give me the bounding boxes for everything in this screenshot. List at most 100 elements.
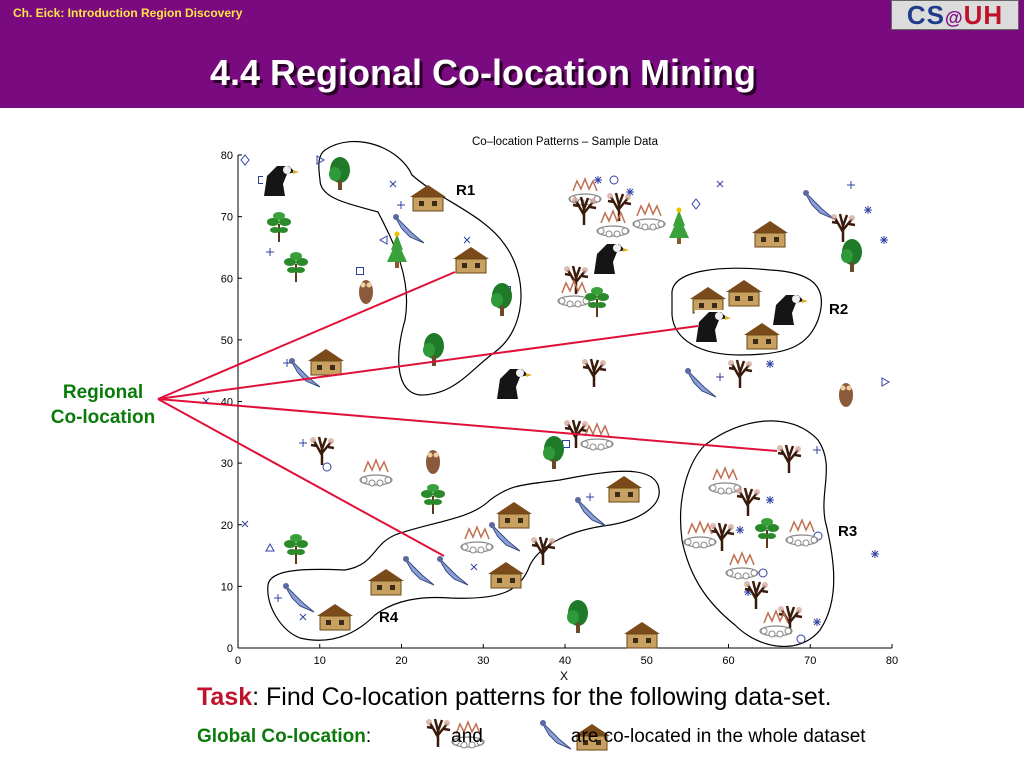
bare-tree-icon [775,443,803,475]
cabin-icon [307,348,345,376]
cross-marker [463,236,471,244]
x-tick-label: 30 [477,655,489,667]
owl-icon [359,280,373,304]
plus-marker [299,439,307,447]
owl-icon [839,383,853,407]
eagle-icon [695,310,731,342]
x-axis-label: X [560,669,568,683]
regional-co-location-label: Regional Co-location [30,380,176,430]
bare-tree-icon [529,535,557,567]
campfire-icon [557,280,591,308]
global-keyword: Global Co-location [197,726,366,747]
bare-tree-icon [580,357,608,389]
x-tick-label: 40 [559,655,571,667]
task-text: Task: Find Co-location patterns for the … [197,683,832,712]
source-text: Ch. Eick: Introduction Region Discovery [13,6,243,20]
star-marker [880,236,888,244]
cabin-icon [751,220,789,248]
cabin-icon [487,561,525,589]
plus-marker [716,373,724,381]
y-tick-label: 80 [221,150,233,162]
regional-label-line2: Co-location [50,407,156,428]
cabin-icon [689,286,727,314]
plus-marker [274,594,282,602]
y-tick-label: 0 [227,643,233,655]
cabin-icon [725,279,763,307]
region-r2-outline [671,267,823,356]
cross-marker [299,613,307,621]
task-keyword: Task [197,683,253,711]
blue-bird-icon [402,555,435,586]
bare-tree-icon [829,212,857,244]
green-tree-icon [543,436,564,469]
green-tree-icon [841,239,862,272]
circle-marker [758,568,768,578]
slide-header: Ch. Eick: Introduction Region Discovery … [0,0,1024,108]
plus-marker [266,248,274,256]
green-tree-icon [329,157,350,190]
circle-marker [322,462,332,472]
icon-points [263,157,862,649]
eagle-icon [263,164,299,196]
y-tick-label: 60 [221,273,233,285]
logo-at: @ [945,8,964,28]
region-r1-outline [318,140,522,396]
blue-bird-icon [684,367,717,398]
y-tick-label: 70 [221,212,233,224]
region-r3-outline [679,420,835,648]
y-tick-label: 30 [221,458,233,470]
cross-marker [716,180,724,188]
campfire-icon [759,610,793,638]
tri-u-marker [265,542,275,552]
plus-marker [847,181,855,189]
x-tick-label: 0 [235,655,241,667]
x-tick-label: 10 [314,655,326,667]
cs-uh-logo: CS@UH [891,0,1019,30]
star-marker [766,496,774,504]
cross-marker [241,520,249,528]
cross-marker [389,180,397,188]
x-tick-label: 80 [886,655,898,667]
region-label-r1: R1 [456,182,475,199]
eagle-icon [496,367,532,399]
y-tick-label: 40 [221,397,233,409]
y-tick-label: 20 [221,520,233,532]
sapling-icon [283,251,309,283]
y-tick-label: 10 [221,581,233,593]
star-marker [744,588,752,596]
sapling-icon [266,211,292,243]
campfire-icon [725,552,759,580]
cabin-icon [605,475,643,503]
bare-tree-icon [734,486,762,518]
bare-tree-icon [308,435,336,467]
blue-bird-icon [802,189,835,220]
tri-l-marker [378,235,388,245]
campfire-icon [359,459,393,487]
logo-cs: CS [906,0,945,30]
plus-marker [283,359,291,367]
blue-bird-icon [436,555,469,586]
bare-tree-icon [726,358,754,390]
plus-marker [813,446,821,454]
global-rest: are co-located in the whole dataset [570,726,866,747]
blue-bird-icon [574,496,607,527]
plus-marker [397,201,405,209]
cabin-icon [316,603,354,631]
bare-tree-icon [708,521,736,553]
cabin-icon [452,246,490,274]
x-tick-label: 20 [395,655,407,667]
diamond-marker [691,198,701,210]
star-marker [626,188,634,196]
campfire-icon [632,203,666,231]
pine-tree-icon [669,207,689,244]
plot-title: Co–location Patterns – Sample Data [472,136,659,148]
star-marker [594,176,602,184]
global-and: and [451,726,483,747]
star-marker [766,360,774,368]
eagle-icon [772,293,808,325]
sapling-icon [420,483,446,515]
y-tick-label: 50 [221,335,233,347]
circle-marker [796,634,806,644]
x-tick-label: 70 [804,655,816,667]
